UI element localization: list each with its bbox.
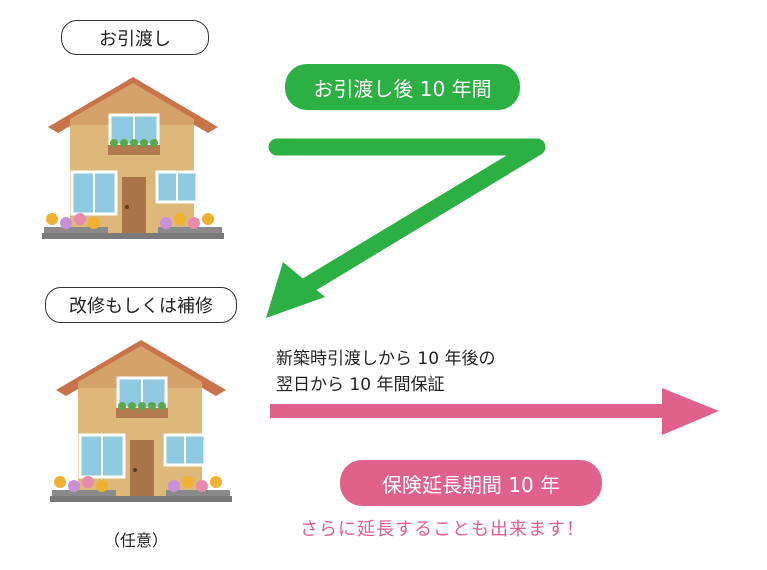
pink-right-arrow	[270, 388, 719, 435]
warranty-note-line1: 新築時引渡しから 10 年後の	[276, 349, 496, 369]
house-icon	[50, 340, 232, 502]
warranty-note: 新築時引渡しから 10 年後の 翌日から 10 年間保証	[276, 346, 495, 398]
renovation-label: 改修もしくは補修	[45, 287, 237, 323]
green-period-badge-text: お引渡し後 10 年間	[313, 76, 492, 101]
extension-note: さらに延長することも出来ます！	[300, 519, 585, 540]
handover-label: お引渡し	[61, 20, 209, 55]
optional-caption: （任意）	[104, 531, 169, 550]
house-icon	[42, 77, 224, 239]
green-period-badge: お引渡し後 10 年間	[285, 64, 520, 110]
green-return-arrow	[266, 138, 546, 318]
pink-period-badge-text: 保険延長期間 10 年	[381, 472, 561, 497]
renovation-label-text: 改修もしくは補修	[69, 296, 213, 317]
handover-label-text: お引渡し	[99, 28, 171, 50]
warranty-note-line2: 翌日から 10 年間保証	[276, 375, 445, 395]
pink-period-badge: 保険延長期間 10 年	[340, 460, 602, 506]
